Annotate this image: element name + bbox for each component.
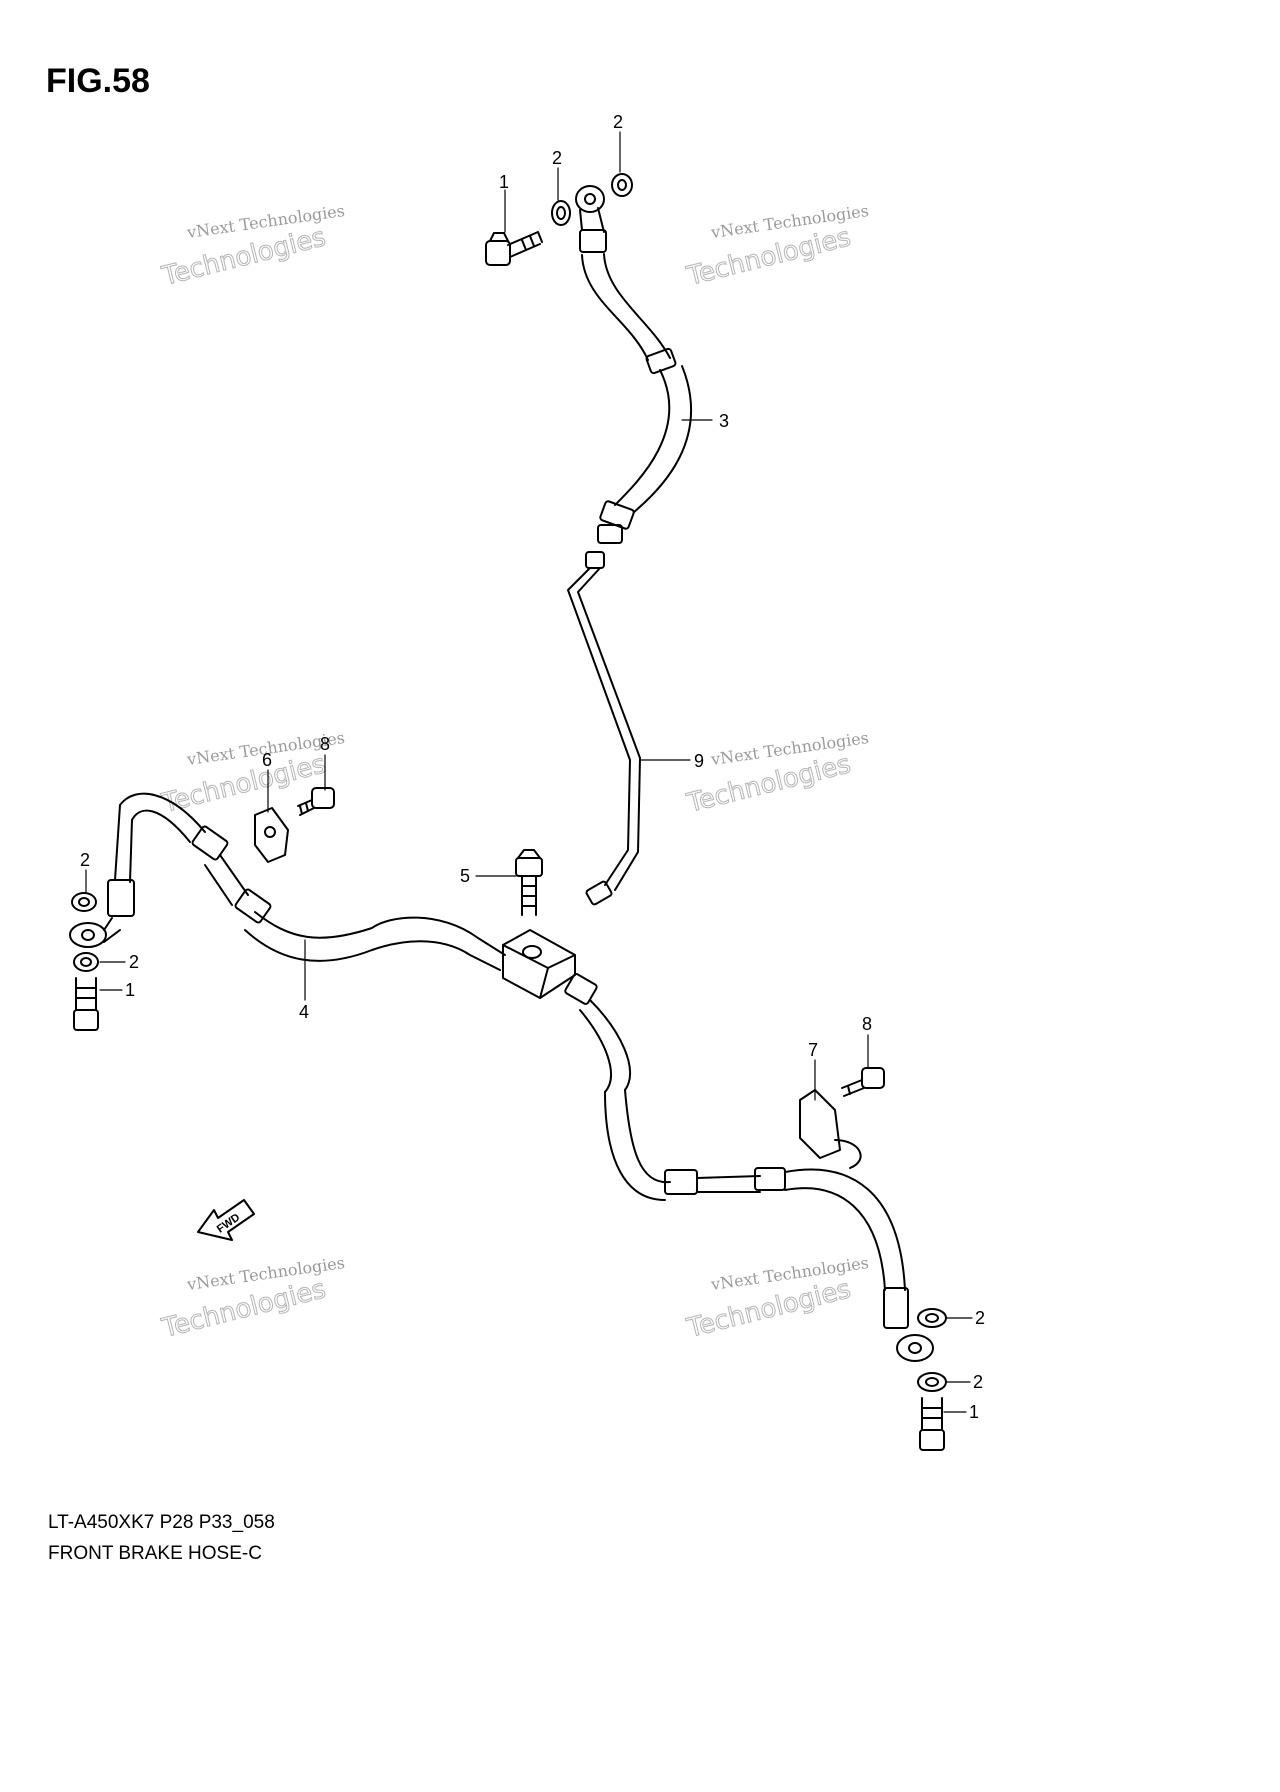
callout-9: 9 (694, 751, 704, 771)
callouts: 1 2 2 3 9 8 6 2 2 1 4 5 8 7 2 2 1 (80, 112, 985, 1422)
watermark-top-left: vNext Technologies Technologies (158, 201, 346, 293)
callout-8-left: 8 (320, 734, 330, 754)
callout-1-left: 1 (125, 980, 135, 1000)
banjo-bolt-left (73, 977, 99, 1031)
leader-lines (85, 131, 973, 1413)
watermark-bottom-left: vNext Technologies Technologies (158, 1253, 346, 1345)
washer-top-1 (551, 200, 571, 226)
three-way-joint (502, 929, 576, 999)
brake-pipe-9 (567, 551, 641, 906)
bracket-left (254, 807, 289, 863)
clamp-bolt-right (841, 1067, 885, 1097)
callout-5: 5 (460, 866, 470, 886)
callout-1-top: 1 (499, 172, 509, 192)
brake-hose-right (564, 973, 909, 1329)
washer-right-2 (917, 1372, 947, 1392)
washer-left-1 (71, 892, 97, 912)
banjo-fitting-right (896, 1334, 934, 1362)
callout-2-left-2: 2 (129, 952, 139, 972)
figure-title: FIG.58 (46, 62, 150, 100)
washer-left-2 (73, 952, 99, 972)
watermark-top-right: vNext Technologies Technologies (683, 201, 870, 293)
washer-top-2 (611, 173, 633, 197)
brake-hose-3 (581, 253, 693, 544)
banjo-fitting-top (575, 185, 607, 253)
caption-model-code: LT-A450XK7 P28 P33_058 (48, 1512, 275, 1533)
caption-part-name: FRONT BRAKE HOSE-C (48, 1543, 262, 1564)
callout-2-right-1: 2 (975, 1308, 985, 1328)
washer-right-1 (917, 1308, 947, 1328)
callout-2-right-2: 2 (973, 1372, 983, 1392)
callout-7: 7 (808, 1040, 818, 1060)
callout-4: 4 (299, 1002, 309, 1022)
callout-2-top-2: 2 (613, 112, 623, 132)
watermark-mid-right: vNext Technologies Technologies (683, 728, 870, 820)
callout-2-top-1: 2 (552, 148, 562, 168)
banjo-fitting-left (69, 917, 121, 948)
brake-hose-4 (107, 792, 506, 971)
callout-2-left-1: 2 (80, 850, 90, 870)
watermark-bottom-right: vNext Technologies Technologies (683, 1253, 870, 1345)
joint-bolt (515, 849, 543, 916)
callout-6: 6 (262, 750, 272, 770)
clamp-bolt-left (297, 787, 335, 816)
banjo-bolt-right (919, 1397, 945, 1451)
callout-1-right: 1 (969, 1402, 979, 1422)
banjo-bolt-top (485, 231, 543, 266)
bracket-right (799, 1089, 862, 1169)
callout-8-right: 8 (862, 1014, 872, 1034)
callout-3: 3 (719, 411, 729, 431)
fwd-arrow-icon (197, 1199, 255, 1241)
